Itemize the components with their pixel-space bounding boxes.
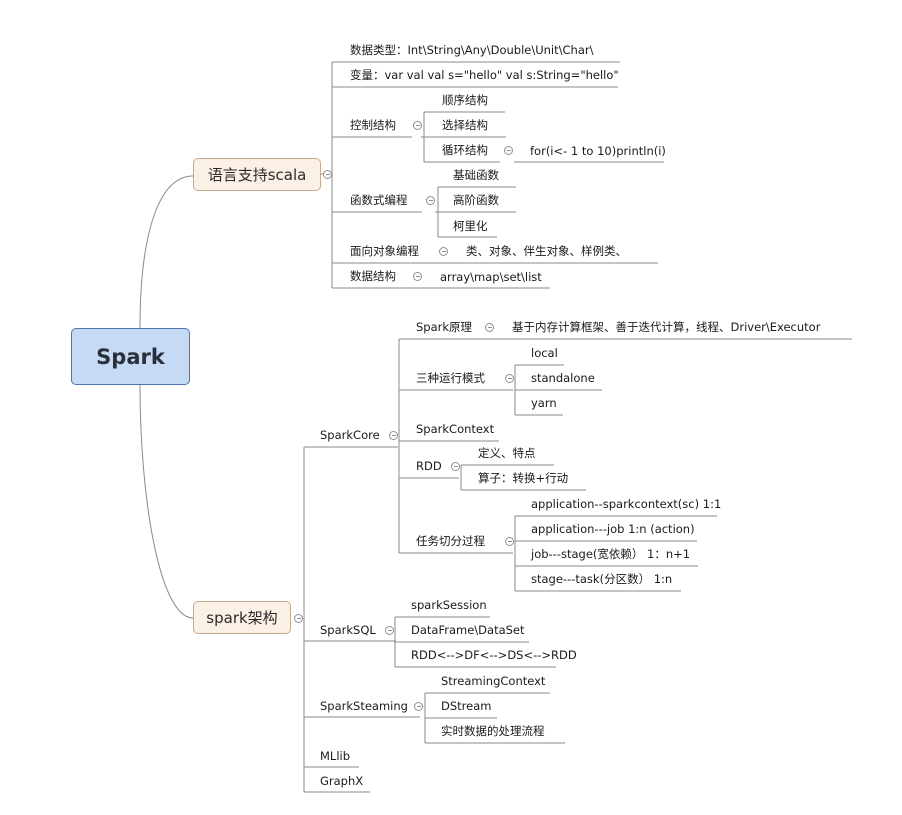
scala-collapse-icon[interactable] xyxy=(323,170,332,179)
streaming-context[interactable]: StreamingContext xyxy=(441,674,546,688)
control-structure-node[interactable]: 控制结构 xyxy=(350,118,396,132)
sparkcore-node[interactable]: SparkCore xyxy=(320,428,380,442)
oop-detail[interactable]: 类、对象、伴生对象、样例类、 xyxy=(466,244,627,258)
rdd-operators[interactable]: 算子：转换+行动 xyxy=(478,471,569,485)
structures-collapse-icon[interactable] xyxy=(413,272,422,281)
sparkcore-collapse-icon[interactable] xyxy=(389,431,398,440)
mode-local[interactable]: local xyxy=(531,346,558,360)
sparksql-node[interactable]: SparkSQL xyxy=(320,623,376,637)
task-app-sc[interactable]: application--sparkcontext(sc) 1:1 xyxy=(531,497,722,511)
data-structures-node[interactable]: 数据结构 xyxy=(350,269,396,283)
graphx-node[interactable]: GraphX xyxy=(320,774,364,788)
root-node[interactable]: Spark xyxy=(71,328,190,385)
sparkstreaming-node[interactable]: SparkSteaming xyxy=(320,699,408,713)
control-loop[interactable]: 循环结构 xyxy=(442,143,488,157)
rdd-definition[interactable]: 定义、特点 xyxy=(478,446,536,460)
mllib-node[interactable]: MLlib xyxy=(320,749,351,763)
rdd-collapse-icon[interactable] xyxy=(451,462,460,471)
oop-collapse-icon[interactable] xyxy=(439,247,448,256)
mode-standalone[interactable]: standalone xyxy=(531,371,595,385)
scala-node[interactable]: 语言支持scala xyxy=(193,158,321,191)
streaming-dstream[interactable]: DStream xyxy=(441,699,492,713)
oop-node[interactable]: 面向对象编程 xyxy=(350,244,419,258)
principle-node[interactable]: Spark原理 xyxy=(416,320,473,334)
task-split-node[interactable]: 任务切分过程 xyxy=(416,534,485,548)
run-modes-collapse-icon[interactable] xyxy=(505,374,514,383)
loop-collapse-icon[interactable] xyxy=(504,146,513,155)
arch-node[interactable]: spark架构 xyxy=(193,601,291,634)
sparksql-collapse-icon[interactable] xyxy=(385,626,394,635)
functional-curry[interactable]: 柯里化 xyxy=(453,219,488,233)
sql-conversion[interactable]: RDD<-->DF<-->DS<-->RDD xyxy=(411,648,577,662)
sparkcontext-node[interactable]: SparkContext xyxy=(416,422,495,436)
functional-collapse-icon[interactable] xyxy=(426,196,435,205)
task-job-stage[interactable]: job---stage(宽依赖） 1：n+1 xyxy=(531,547,691,561)
scala-vars[interactable]: 变量：var val val s="hello" val s:String="h… xyxy=(350,68,619,82)
arch-collapse-icon[interactable] xyxy=(294,614,303,623)
functional-higher[interactable]: 高阶函数 xyxy=(453,193,499,207)
principle-detail[interactable]: 基于内存计算框架、善于迭代计算，线程、Driver\Executor xyxy=(512,320,821,334)
task-app-job[interactable]: application---job 1:n (action) xyxy=(531,522,695,536)
mode-yarn[interactable]: yarn xyxy=(531,396,557,410)
structures-detail[interactable]: array\map\set\list xyxy=(440,270,542,284)
sql-dataframe[interactable]: DataFrame\DataSet xyxy=(411,623,525,637)
run-modes-node[interactable]: 三种运行模式 xyxy=(416,371,485,385)
task-stage-task[interactable]: stage---task(分区数） 1:n xyxy=(531,572,673,586)
sql-session[interactable]: sparkSession xyxy=(411,598,487,612)
loop-example[interactable]: for(i<- 1 to 10)println(i) xyxy=(530,144,666,158)
scala-types[interactable]: 数据类型：Int\String\Any\Double\Unit\Char\ xyxy=(350,43,594,57)
rdd-node[interactable]: RDD xyxy=(416,459,442,473)
control-choice[interactable]: 选择结构 xyxy=(442,118,488,132)
control-collapse-icon[interactable] xyxy=(413,121,422,130)
functional-basic[interactable]: 基础函数 xyxy=(453,168,499,182)
streaming-collapse-icon[interactable] xyxy=(414,702,423,711)
functional-node[interactable]: 函数式编程 xyxy=(350,193,408,207)
principle-collapse-icon[interactable] xyxy=(485,323,494,332)
task-split-collapse-icon[interactable] xyxy=(505,537,514,546)
control-seq[interactable]: 顺序结构 xyxy=(442,93,488,107)
streaming-flow[interactable]: 实时数据的处理流程 xyxy=(441,724,545,738)
